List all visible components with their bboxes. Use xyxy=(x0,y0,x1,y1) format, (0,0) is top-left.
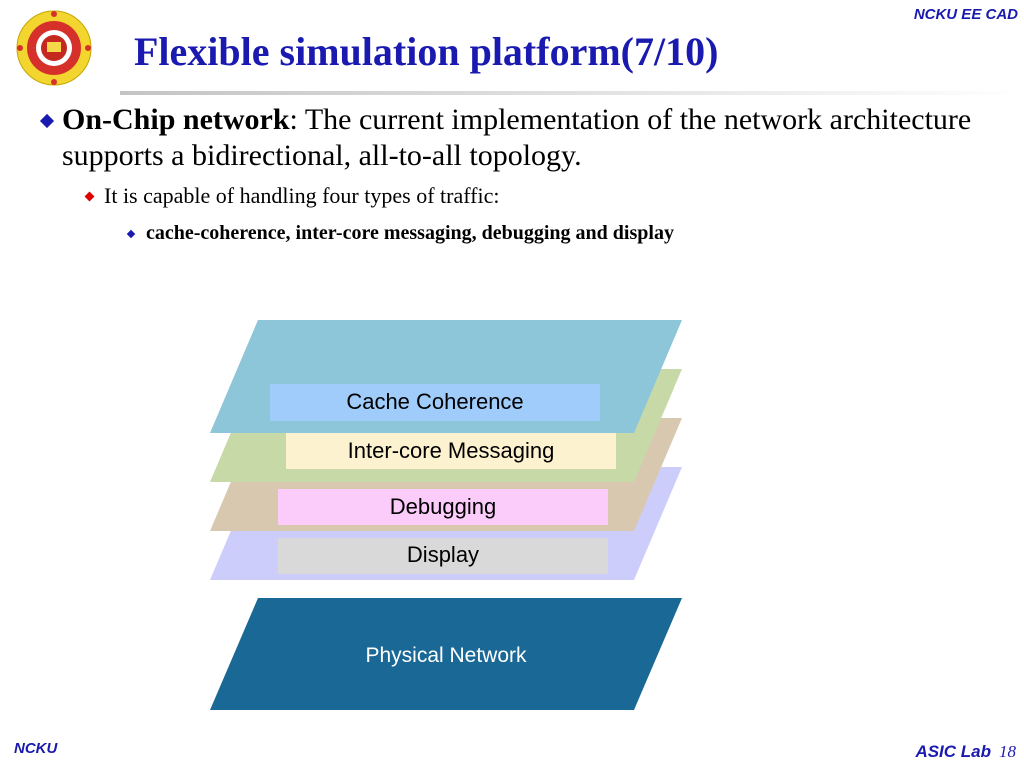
org-label: NCKU EE CAD xyxy=(913,6,1018,23)
physical-network-label: Physical Network xyxy=(365,644,527,667)
footer-lab-label: ASIC Lab xyxy=(915,742,991,761)
cache-coherence-label: Cache Coherence xyxy=(346,389,523,414)
footer-right: ASIC Lab 18 xyxy=(915,742,1016,762)
cache-coherence-box xyxy=(270,384,600,421)
bullet-level3: cache-coherence, inter-core messaging, d… xyxy=(126,220,674,246)
debugging-label: Debugging xyxy=(390,494,496,519)
bullet-level1-bold: On-Chip network xyxy=(62,103,290,136)
bullet-level1-text: : The current implementation of the netw… xyxy=(62,103,972,172)
bullet-level3-text: cache-coherence, inter-core messaging, d… xyxy=(146,222,674,244)
footer-left-label: NCKU xyxy=(14,740,58,757)
display-label: Display xyxy=(407,542,479,567)
title-divider xyxy=(120,91,1024,95)
page-number: 18 xyxy=(999,742,1016,761)
bullet-level2-text: It is capable of handling four types of … xyxy=(104,183,500,208)
inter-core-messaging-label: Inter-core Messaging xyxy=(348,438,555,463)
university-seal-logo xyxy=(16,10,92,86)
traffic-layer-stack: Display Debugging Inter-core Messaging Cach… xyxy=(210,320,682,580)
display-box xyxy=(278,538,608,574)
slide-title: Flexible simulation platform(7/10) xyxy=(134,29,719,74)
inter-core-messaging-box xyxy=(286,432,616,469)
debugging-box xyxy=(278,489,608,525)
physical-network-plane xyxy=(210,598,682,710)
bullet-level2: It is capable of handling four types of … xyxy=(84,182,500,210)
bullet-level1: On-Chip network: The current implementat… xyxy=(39,102,982,174)
